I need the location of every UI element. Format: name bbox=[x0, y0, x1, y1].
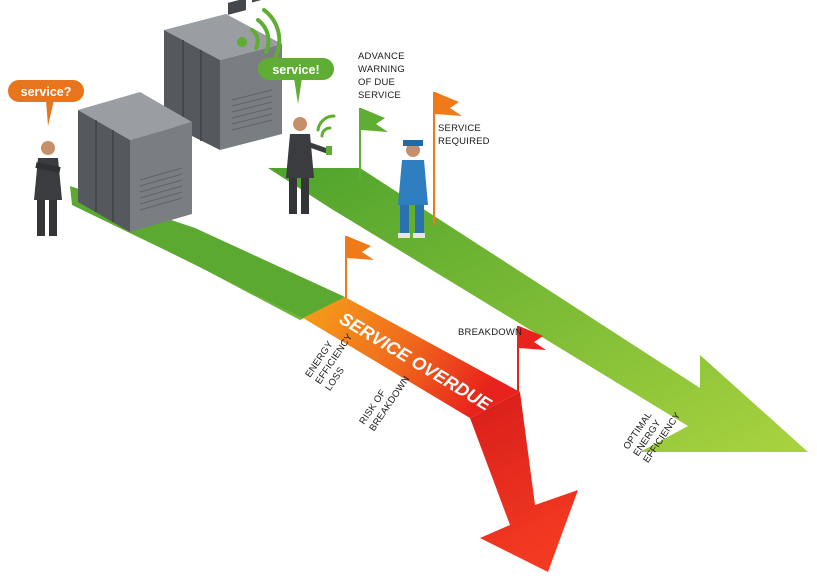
bubble-right-text: service! bbox=[272, 63, 319, 77]
svg-text:SERVICE: SERVICE bbox=[438, 123, 481, 134]
svg-text:SERVICE: SERVICE bbox=[358, 90, 401, 101]
server-cabinet-front bbox=[78, 92, 192, 232]
businessman-right-figure bbox=[286, 117, 332, 214]
service-required-flag bbox=[433, 92, 462, 225]
risk-of-breakdown-label: RISK OF BREAKDOWN bbox=[357, 374, 412, 433]
overdue-start-flag bbox=[345, 236, 374, 298]
phone-signal-icon bbox=[316, 114, 336, 138]
service-exclaim-bubble: service! bbox=[258, 58, 334, 104]
overdue-label: SERVICE OVERDUE bbox=[336, 308, 495, 415]
optimal-lane-arrow bbox=[268, 168, 808, 452]
advance-warning-flag bbox=[359, 108, 388, 180]
advance-warning-label: ADVANCE WARNING OF DUE SERVICE bbox=[358, 51, 405, 101]
bubble-left-text: service? bbox=[21, 85, 72, 99]
breakdown-flag bbox=[517, 326, 546, 392]
businessman-left-figure bbox=[34, 141, 62, 236]
service-technician-figure bbox=[398, 140, 428, 238]
breakdown-label: BREAKDOWN bbox=[458, 327, 522, 338]
breakdown-arrow bbox=[470, 392, 578, 572]
svg-text:OF DUE: OF DUE bbox=[358, 77, 395, 88]
service-required-label: SERVICE REQUIRED bbox=[438, 123, 490, 147]
service-question-bubble: service? bbox=[8, 80, 84, 126]
svg-text:WARNING: WARNING bbox=[358, 64, 405, 75]
wifi-signal-icon bbox=[237, 8, 282, 58]
svg-text:ADVANCE: ADVANCE bbox=[358, 51, 405, 62]
svg-text:REQUIRED: REQUIRED bbox=[438, 136, 490, 147]
